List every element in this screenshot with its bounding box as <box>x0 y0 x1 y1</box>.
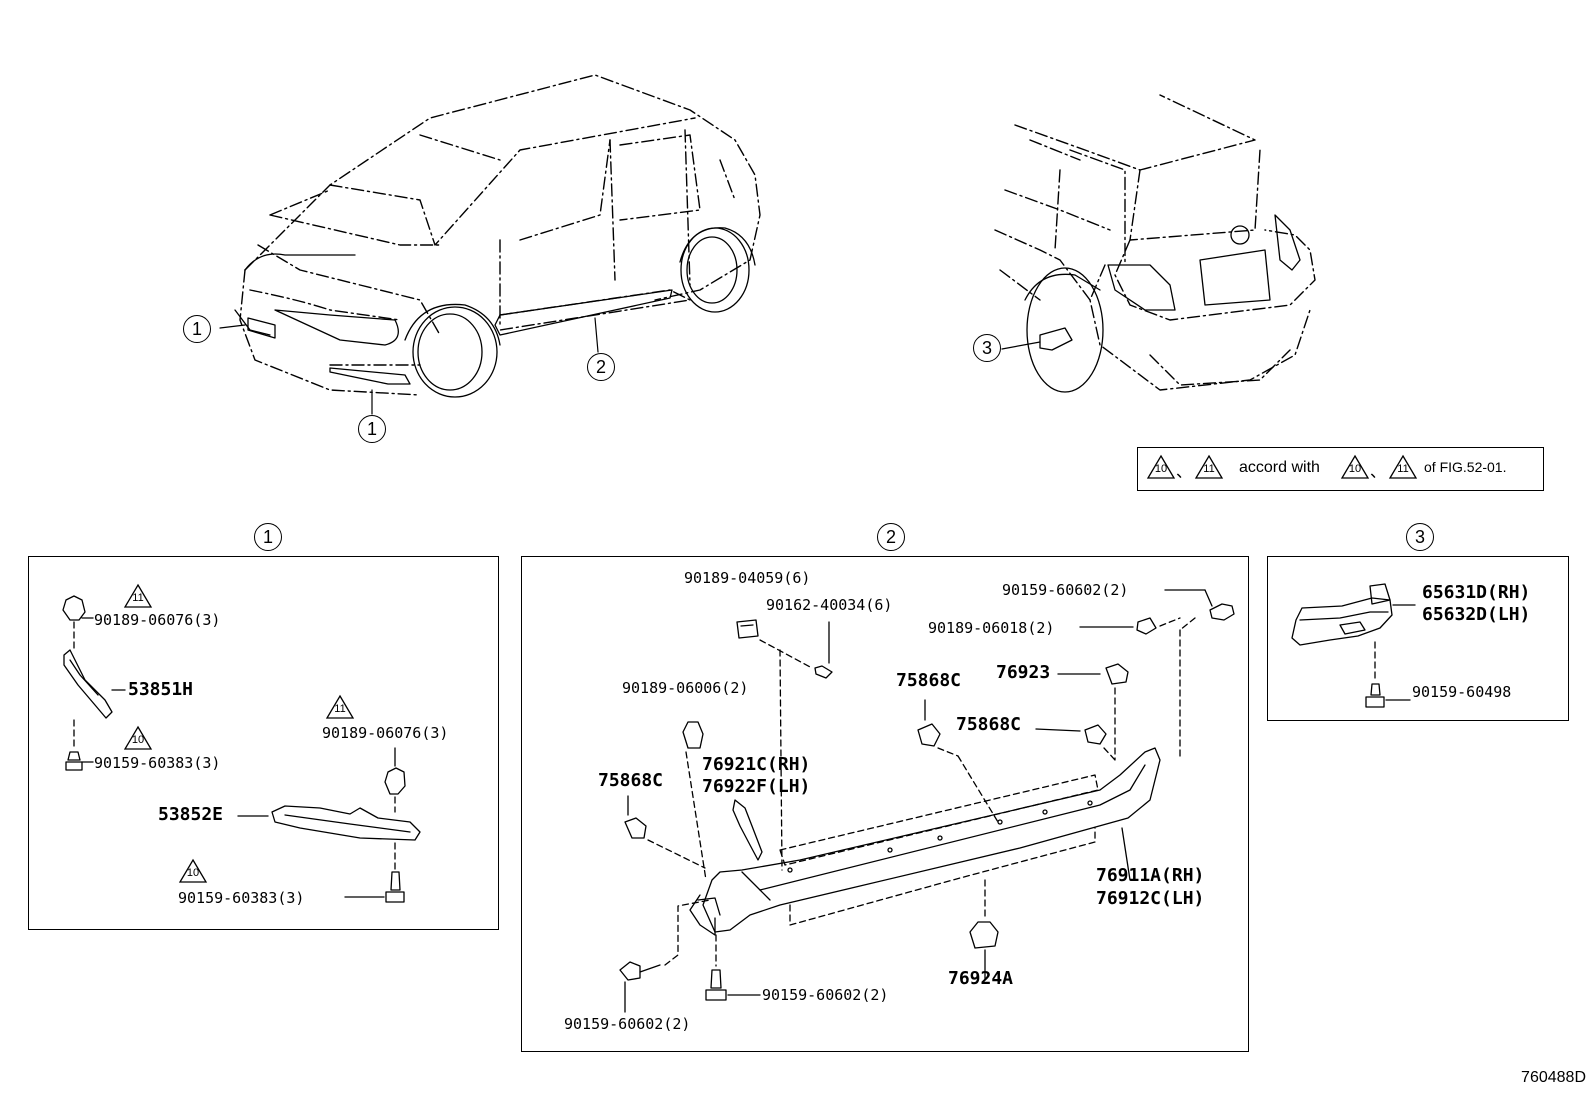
front-car-illustration <box>239 74 761 396</box>
part-90189-06018: 90189-06018(2) <box>928 619 1055 637</box>
part-76922F-lh: 76922F(LH) <box>702 776 811 797</box>
part-76911A-rh: 76911A(RH) <box>1096 865 1205 886</box>
warning-triangle-icon: 11 <box>325 694 355 720</box>
part-90159-60383-b: 90159-60383(3) <box>178 889 305 907</box>
warning-triangle-icon: 11 <box>1388 454 1418 480</box>
front-lip-part <box>247 317 276 339</box>
side-skirt-part <box>494 289 673 336</box>
callout-2-side: 2 <box>587 353 615 381</box>
part-90189-06076-b: 90189-06076(3) <box>322 724 449 742</box>
warning-triangle-icon: 11 <box>123 583 153 609</box>
box3-artwork <box>1291 583 1416 708</box>
part-76923: 76923 <box>996 662 1051 683</box>
section-2-box <box>521 556 1249 1052</box>
warning-triangle-icon: 10 <box>123 725 153 751</box>
rear-mudguard-part <box>1039 327 1073 351</box>
callout-3-rear: 3 <box>973 334 1001 362</box>
part-53852E: 53852E <box>158 804 224 825</box>
note-separator: 、 <box>1370 464 1387 481</box>
part-90159-60498: 90159-60498 <box>1412 683 1512 701</box>
front-lower-part <box>329 367 411 385</box>
warning-triangle-icon: 10 <box>1340 454 1370 480</box>
part-90189-04059: 90189-04059(6) <box>684 569 811 587</box>
warning-triangle-icon: 10 <box>1146 454 1176 480</box>
section-1-header: 1 <box>254 523 282 551</box>
section-3-header: 3 <box>1406 523 1434 551</box>
part-76924A: 76924A <box>948 968 1014 989</box>
part-90189-06006: 90189-06006(2) <box>622 679 749 697</box>
part-65632D-lh: 65632D(LH) <box>1422 604 1531 625</box>
box1-artwork <box>62 595 421 903</box>
part-90159-60602-b: 90159-60602(2) <box>762 986 889 1004</box>
section-3-box <box>1267 556 1569 721</box>
part-76921C-rh: 76921C(RH) <box>702 754 811 775</box>
part-75868C-mid: 75868C <box>896 670 962 691</box>
note-separator: 、 <box>1176 464 1193 481</box>
note-fig-text: of FIG.52-01. <box>1424 459 1507 475</box>
part-90162-40034: 90162-40034(6) <box>766 596 893 614</box>
reference-note: 10 、 11 accord with 10 、 11 of FIG.52-01… <box>1137 447 1544 491</box>
note-accord-text: accord with <box>1239 459 1320 476</box>
warning-triangle-icon: 11 <box>1194 454 1224 480</box>
section-2-header: 2 <box>877 523 905 551</box>
part-75868C-left: 75868C <box>598 770 664 791</box>
part-53851H: 53851H <box>128 679 194 700</box>
part-90159-60602-a: 90159-60602(2) <box>1002 581 1129 599</box>
box2-artwork <box>619 589 1235 1013</box>
part-90189-06076-a: 90189-06076(3) <box>94 611 221 629</box>
warning-triangle-icon: 10 <box>178 858 208 884</box>
figure-number: 760488D <box>1521 1069 1586 1086</box>
part-90159-60602-c: 90159-60602(2) <box>564 1015 691 1033</box>
part-65631D-rh: 65631D(RH) <box>1422 582 1531 603</box>
part-76912C-lh: 76912C(LH) <box>1096 888 1205 909</box>
rear-car-details <box>1024 214 1301 393</box>
callout-1-front-top: 1 <box>183 315 211 343</box>
callout-1-front-bottom: 1 <box>358 415 386 443</box>
rear-car-illustration <box>994 94 1316 391</box>
part-75868C-right: 75868C <box>956 714 1022 735</box>
part-90159-60383-a: 90159-60383(3) <box>94 754 221 772</box>
front-car-wheels <box>234 227 756 398</box>
section-1-box <box>28 556 499 930</box>
